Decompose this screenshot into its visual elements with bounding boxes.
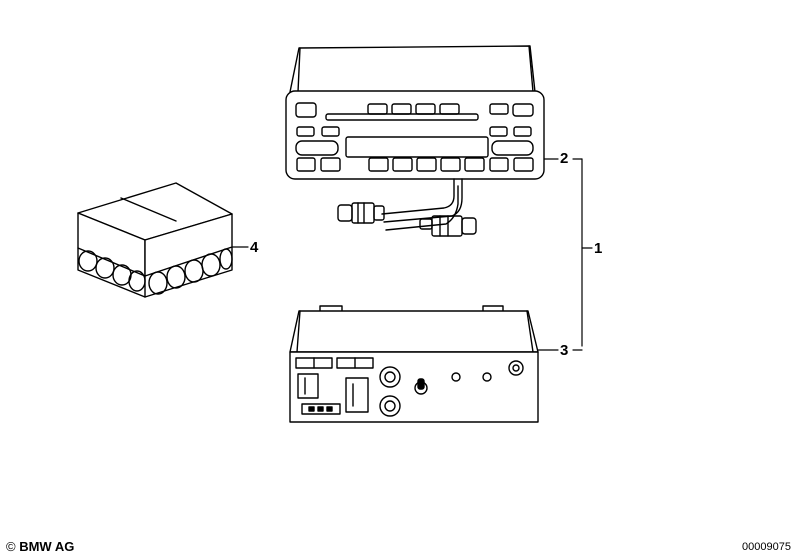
brand-name: BMW AG (19, 539, 75, 554)
callout-leaders (231, 158, 593, 351)
copyright-notice: © BMW AG (6, 539, 74, 554)
callout-4: 4 (250, 239, 259, 256)
radio-connection-cable (337, 178, 477, 237)
amplifier-unit (289, 305, 539, 423)
callout-1: 1 (594, 240, 603, 257)
diagram-number: 00009075 (742, 541, 791, 553)
callout-2: 2 (560, 150, 569, 167)
callout-3: 3 (560, 342, 569, 359)
radio-head-unit (285, 45, 545, 180)
box-housing (77, 182, 233, 298)
copyright-symbol: © (6, 539, 16, 554)
